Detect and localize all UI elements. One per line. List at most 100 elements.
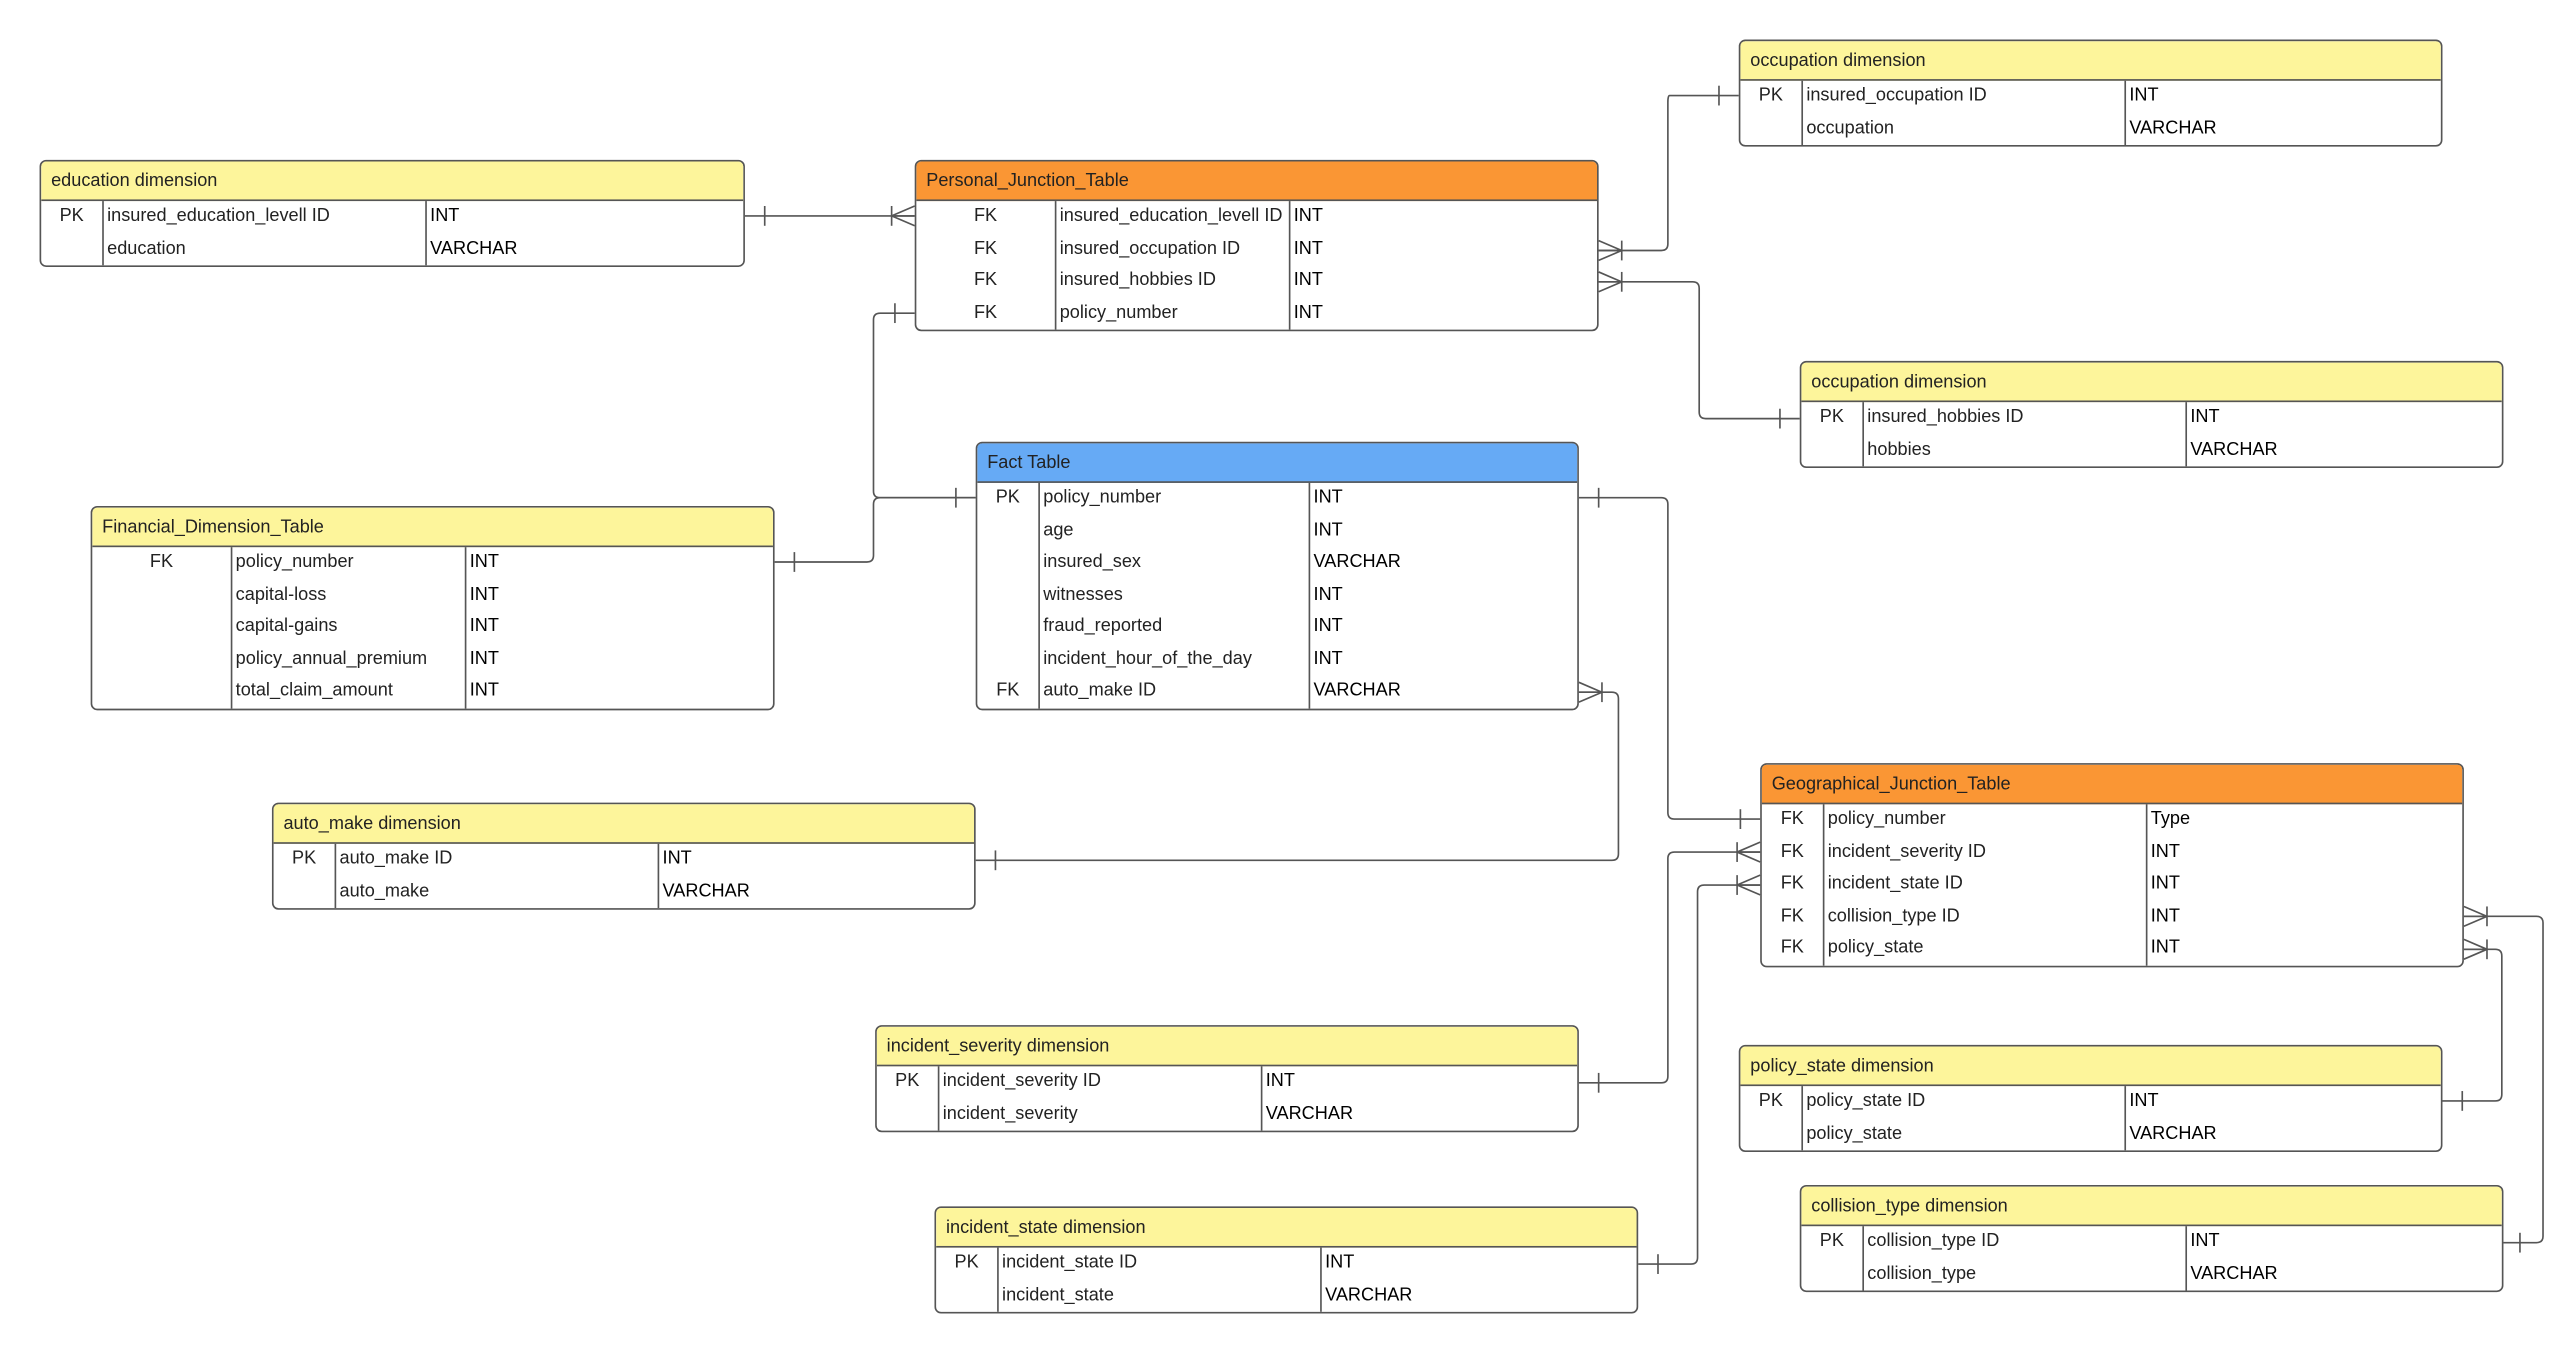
column-divider xyxy=(2145,804,2148,965)
key-marker: FK xyxy=(1780,809,1804,829)
column-divider xyxy=(230,547,233,708)
column-name: policy_number xyxy=(1043,487,1162,508)
relationship-automake-fact xyxy=(975,691,1620,862)
column-divider xyxy=(1822,804,1825,965)
key-marker: FK xyxy=(973,206,998,226)
column-name: education xyxy=(107,238,186,258)
entity-title: policy_state dimension xyxy=(1740,1046,2441,1087)
column-type: INT xyxy=(1325,1252,1355,1273)
key-marker: PK xyxy=(954,1252,979,1273)
key-marker: FK xyxy=(973,302,998,323)
column-type: INT xyxy=(1313,584,1343,605)
column-name: policy_annual_premium xyxy=(235,648,428,669)
column-name: insured_hobbies ID xyxy=(1059,270,1216,291)
column-type: INT xyxy=(662,848,692,869)
column-divider xyxy=(1320,1247,1322,1312)
column-type: INT xyxy=(2150,937,2180,958)
column-type: VARCHAR xyxy=(1325,1284,1413,1305)
column-type: INT xyxy=(469,648,499,669)
column-name: auto_make ID xyxy=(339,848,453,869)
column-divider xyxy=(1801,1086,1804,1151)
many-cardinality-marker xyxy=(891,205,916,227)
column-divider xyxy=(102,201,104,266)
column-type: INT xyxy=(2150,873,2180,894)
column-divider xyxy=(1308,482,1311,708)
entity-title: incident_severity dimension xyxy=(876,1026,1578,1067)
column-name: policy_state xyxy=(1806,1123,1903,1143)
entity-title: Geographical_Junction_Table xyxy=(1761,764,2463,805)
column-divider xyxy=(425,201,427,266)
column-name: policy_number xyxy=(1059,302,1178,323)
column-type: INT xyxy=(2150,905,2180,926)
column-name: policy_number xyxy=(235,552,354,572)
column-name: collision_type xyxy=(1867,1263,1977,1284)
entity-title: auto_make dimension xyxy=(273,804,975,844)
column-name: insured_education_levell ID xyxy=(107,206,330,226)
column-divider xyxy=(2124,80,2127,146)
column-type: VARCHAR xyxy=(1313,680,1401,701)
entity-title: incident_state dimension xyxy=(936,1208,1637,1248)
column-divider xyxy=(937,1066,940,1131)
column-name: incident_hour_of_the_day xyxy=(1043,648,1252,669)
column-type: VARCHAR xyxy=(430,238,518,258)
column-divider xyxy=(334,843,337,909)
column-type: VARCHAR xyxy=(2129,117,2217,138)
column-type: INT xyxy=(469,552,499,572)
column-type: INT xyxy=(2129,1091,2159,1111)
column-type: INT xyxy=(1313,487,1343,508)
entity-row: FK policy_number Type xyxy=(1762,804,2462,836)
column-type: Type xyxy=(2150,809,2191,829)
column-type: VARCHAR xyxy=(2129,1123,2217,1143)
entity-title: Fact Table xyxy=(977,443,1578,483)
column-name: insured_occupation ID xyxy=(1806,85,1987,106)
column-name: insured_occupation ID xyxy=(1059,238,1241,258)
column-name: incident_state ID xyxy=(1827,873,1963,894)
column-type: INT xyxy=(2150,841,2180,862)
entity-title: occupation dimension xyxy=(1740,41,2441,81)
column-divider xyxy=(1260,1066,1263,1131)
entity-title: education dimension xyxy=(41,161,744,202)
column-name: incident_state ID xyxy=(1002,1252,1138,1273)
column-type: INT xyxy=(469,680,499,701)
column-divider xyxy=(2185,402,2188,467)
column-name: policy_number xyxy=(1827,809,1946,829)
column-divider xyxy=(1054,201,1057,330)
column-type: VARCHAR xyxy=(1265,1103,1354,1124)
column-type: VARCHAR xyxy=(2190,439,2278,459)
key-marker: PK xyxy=(995,487,1020,508)
entity-title: occupation dimension xyxy=(1801,362,2502,403)
column-divider xyxy=(997,1247,999,1312)
column-divider xyxy=(1801,80,1804,146)
column-name: insured_hobbies ID xyxy=(1867,407,2024,427)
column-name: witnesses xyxy=(1043,584,1123,605)
key-marker: PK xyxy=(1819,1231,1844,1251)
column-name: incident_severity ID xyxy=(942,1071,1101,1092)
column-type: INT xyxy=(1293,270,1323,291)
column-type: INT xyxy=(1313,648,1343,669)
many-cardinality-marker xyxy=(1598,271,1623,293)
